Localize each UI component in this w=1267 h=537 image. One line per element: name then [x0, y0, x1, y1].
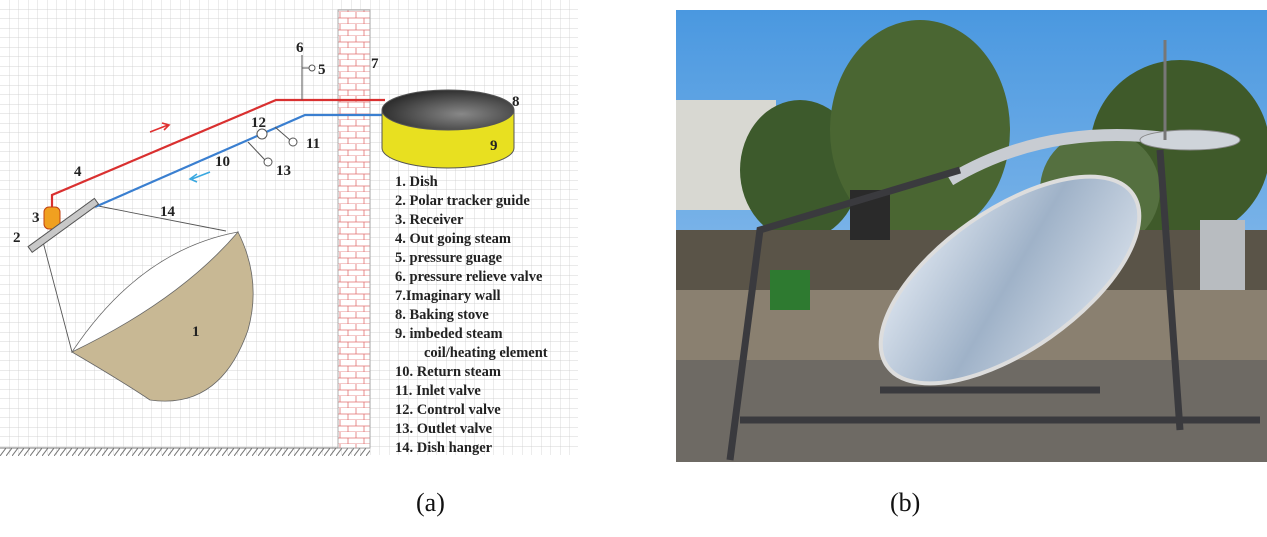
- legend-item: 14. Dish hanger: [395, 440, 493, 456]
- return-steam-pipe: [94, 113, 385, 209]
- inlet-valve: [288, 137, 298, 147]
- label-9: 9: [490, 138, 498, 154]
- label-12: 12: [251, 115, 266, 131]
- outlet-valve: [263, 157, 273, 167]
- label-3: 3: [32, 210, 40, 226]
- caption-b: (b): [890, 488, 921, 517]
- label-10: 10: [215, 154, 230, 170]
- legend-item: 11. Inlet valve: [395, 383, 481, 399]
- baking-stove: [381, 89, 515, 169]
- legend: 1. Dish 2. Polar tracker guide 3. Receiv…: [395, 174, 548, 456]
- outgoing-steam-pipe: [50, 98, 385, 212]
- legend-item: 12. Control valve: [395, 402, 501, 418]
- label-2: 2: [13, 230, 21, 246]
- legend-item: 4. Out going steam: [395, 231, 511, 247]
- control-valve: [256, 128, 268, 140]
- legend-item: 13. Outlet valve: [395, 421, 493, 437]
- arrow-return-icon: [188, 171, 211, 183]
- label-6: 6: [296, 40, 304, 56]
- polar-tracker-guide: [27, 197, 100, 254]
- imaginary-wall: [337, 9, 371, 449]
- arrow-out-icon: [149, 122, 171, 133]
- legend-item: 9. imbeded steam: [395, 326, 503, 342]
- legend-item: 2. Polar tracker guide: [395, 193, 530, 209]
- schematic-diagram: 1 2 3 4 5 6 7 8 9 10 11 12 13 14 1. Dish…: [0, 0, 578, 456]
- caption-a: (a): [416, 488, 445, 517]
- label-4: 4: [74, 164, 82, 180]
- label-7: 7: [371, 56, 379, 72]
- legend-item: 1. Dish: [395, 174, 438, 190]
- label-14: 14: [160, 204, 176, 220]
- legend-item: coil/heating element: [424, 345, 548, 361]
- legend-item: 3. Receiver: [395, 212, 464, 228]
- legend-item: 7.Imaginary wall: [395, 288, 501, 304]
- label-11: 11: [306, 136, 320, 152]
- legend-item: 5. pressure guage: [395, 250, 503, 266]
- label-8: 8: [512, 94, 520, 110]
- legend-item: 10. Return steam: [395, 364, 501, 380]
- legend-item: 6. pressure relieve valve: [395, 269, 543, 285]
- photo-solar-dish: [676, 10, 1267, 462]
- legend-item: 8. Baking stove: [395, 307, 489, 323]
- label-5: 5: [318, 62, 326, 78]
- label-13: 13: [276, 163, 291, 179]
- label-1: 1: [192, 324, 200, 340]
- dish-hanger: [92, 204, 227, 232]
- ground: [0, 448, 370, 456]
